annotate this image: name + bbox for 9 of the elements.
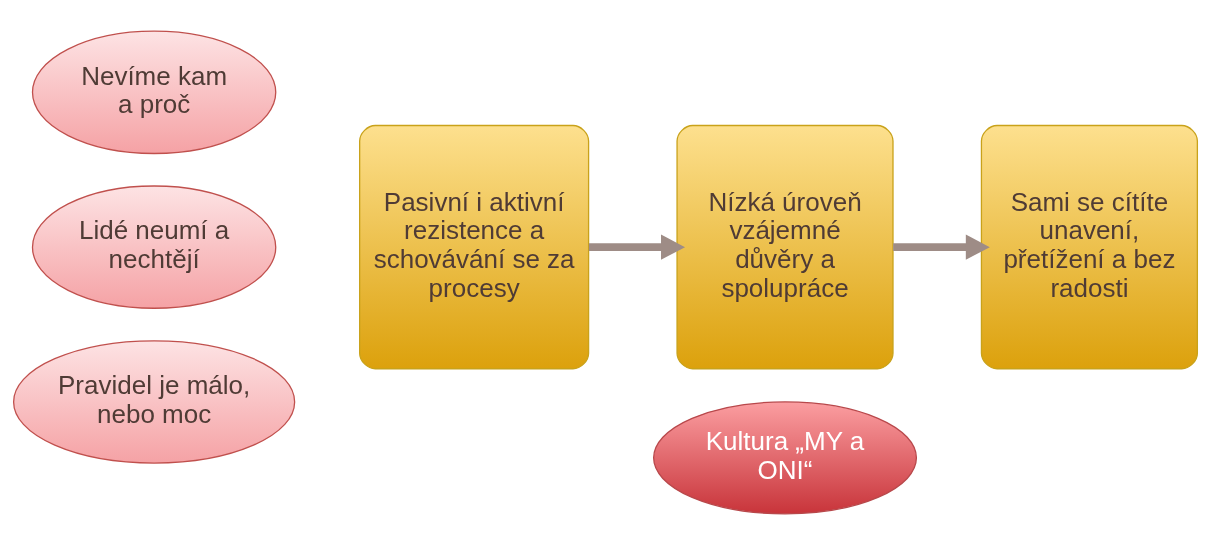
- node-ellipse: Kultura „MY a ONI“: [653, 401, 918, 515]
- node-box: Pasivní i aktivní rezistence a schovávání se za procesy: [359, 124, 590, 370]
- arrow: [893, 234, 990, 260]
- node-ellipse: Pravidel je málo, nebo moc: [12, 340, 296, 464]
- node-box: Sami se cítíte unavení, přetížení a bez radosti: [980, 124, 1198, 370]
- node-box: Nízká úroveň vzájemné důvěry a spolupráce: [676, 124, 894, 370]
- node-ellipse: Lidé neumí a nechtějí: [31, 185, 277, 309]
- node-ellipse: Nevíme kam a proč: [31, 30, 277, 155]
- arrow: [588, 234, 686, 260]
